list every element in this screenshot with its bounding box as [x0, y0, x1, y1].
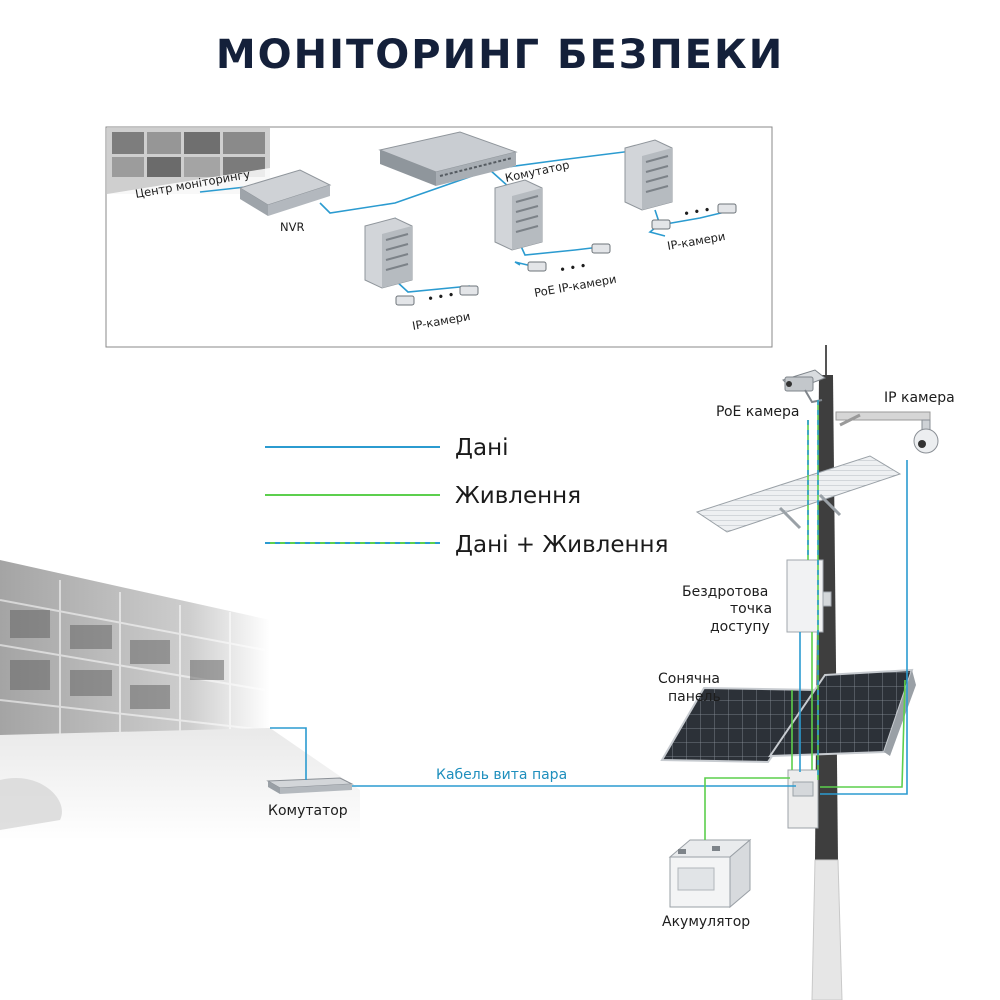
- battery-label: Акумулятор: [662, 914, 750, 930]
- solar-panel-label-line1: Сонячна: [658, 671, 720, 687]
- controller-box: [787, 769, 819, 829]
- top-ip-cameras: [395, 203, 737, 306]
- access-point-label-line2: точка: [730, 601, 772, 617]
- cable-label: Кабель вита пара: [436, 767, 567, 783]
- top-cameras-middle-dots: • • •: [558, 258, 588, 277]
- solar-panel-label-line2: панель: [668, 689, 721, 705]
- legend: Дані Живлення Дані + Живлення: [265, 435, 668, 558]
- access-point-label-line1: Бездротова: [682, 584, 768, 600]
- access-point-label-line3: доступу: [710, 619, 770, 635]
- nvr-label: NVR: [280, 220, 304, 234]
- top-cameras-left-dots: • • •: [426, 287, 456, 306]
- top-solar-panel: [695, 455, 902, 533]
- poe-camera-device: [782, 369, 826, 404]
- poe-camera-label: PoE камера: [716, 404, 799, 420]
- legend-power-label: Живлення: [455, 483, 581, 509]
- poe-switch-right: [624, 139, 673, 211]
- ip-camera-device: [913, 419, 939, 454]
- ip-camera-label: IP камера: [884, 390, 955, 406]
- main-switch-device: [378, 131, 518, 186]
- page-title: МОНІТОРИНГ БЕЗПЕКИ: [215, 32, 785, 78]
- nvr-device: [238, 169, 332, 216]
- top-cameras-right-dots: • • •: [682, 202, 712, 221]
- bottom-switch-device: [266, 777, 354, 794]
- top-network-scheme: Центр моніторингу NVR Ком: [105, 126, 773, 348]
- monitoring-center-image: [107, 128, 270, 194]
- legend-data-power-label: Дані + Живлення: [455, 532, 668, 558]
- bottom-switch-label: Комутатор: [268, 803, 348, 819]
- solar-panels: [660, 668, 916, 764]
- data-cables: [270, 460, 908, 795]
- legend-data-label: Дані: [455, 435, 509, 461]
- access-point-device: [786, 559, 832, 633]
- battery-device: [668, 838, 752, 909]
- power-cables: [704, 632, 906, 840]
- control-room-image: [0, 560, 360, 840]
- data-power-cables: [807, 400, 819, 780]
- poe-switch-left: [364, 217, 413, 289]
- poe-switch-middle: [494, 179, 543, 251]
